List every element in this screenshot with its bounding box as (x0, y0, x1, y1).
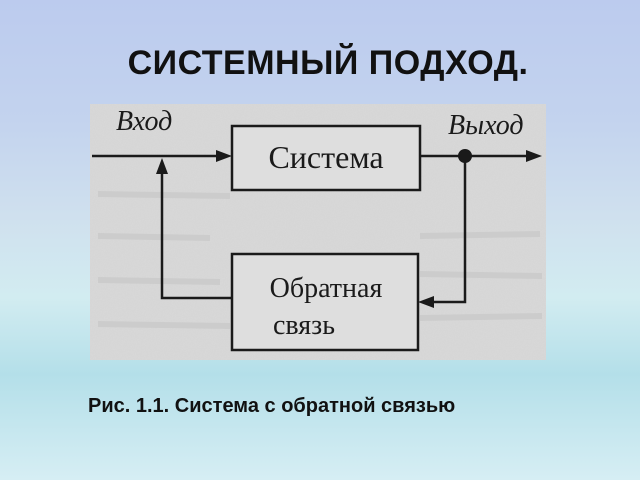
feedback-block-label-line2: связь (273, 310, 335, 341)
feedback-forward-line (160, 170, 232, 300)
output-label: Выход (448, 110, 524, 141)
feedback-diagram: Вход Выход Система Обратная связь (90, 104, 546, 360)
feedback-block-label-line1: Обратная (270, 273, 383, 304)
system-block-label: Система (268, 139, 383, 175)
slide-title: СИСТЕМНЫЙ ПОДХОД. (127, 44, 529, 82)
diagram-canvas: Вход Выход Система Обратная связь (90, 104, 546, 360)
figure-caption: Рис. 1.1. Система с обратной связью (88, 395, 456, 417)
input-sum-arrowhead (156, 158, 168, 174)
output-arrowhead (526, 150, 542, 162)
input-arrowhead (216, 150, 232, 162)
show-through-lines (97, 191, 543, 329)
feedback-arrowhead (418, 296, 434, 308)
system-block (230, 124, 422, 192)
feedback-block (230, 252, 420, 352)
feedback-return-line (430, 156, 467, 304)
input-label: Вход (116, 106, 172, 137)
